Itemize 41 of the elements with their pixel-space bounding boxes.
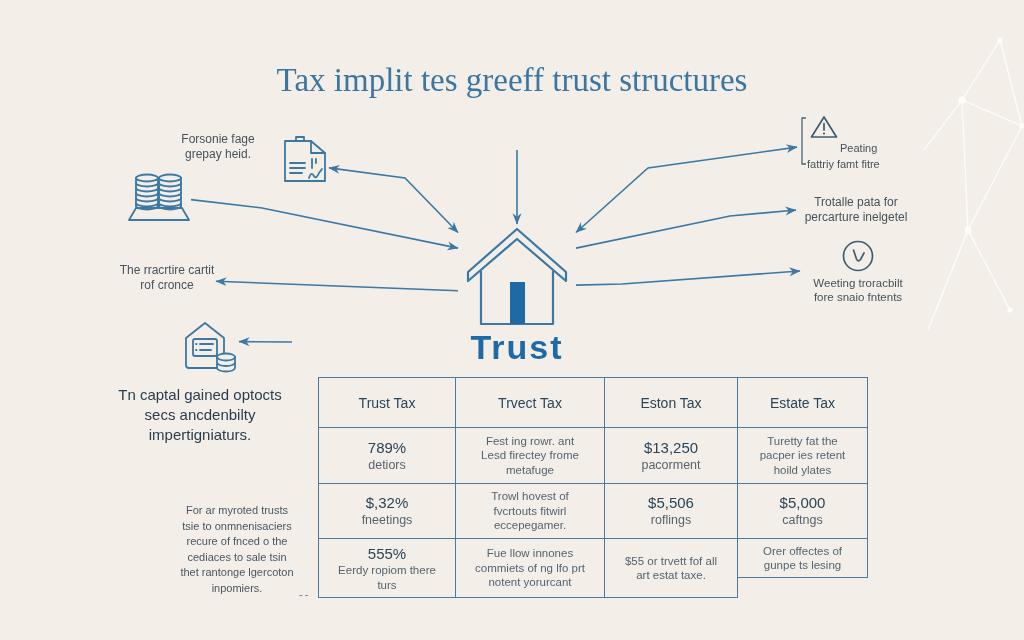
note-text: For ar myroted trusts tsie to onmnenisaciers recure of fnced o the cediaces to sale tsin thet rantonge lgercoton inpomiers. <box>179 503 295 596</box>
column-header: Eston Tax <box>640 393 702 412</box>
node-title: Trust <box>470 328 564 366</box>
column-header: Estate Tax <box>769 393 836 412</box>
cell-note: fneetings <box>361 512 413 529</box>
cell-note: caftngs <box>782 512 823 529</box>
connector-arrow <box>238 337 293 347</box>
cell-note: pacorment <box>641 456 701 474</box>
column-header: Trvect Tax <box>498 393 562 412</box>
cell-text: Eerdy ropiom there turs <box>337 563 437 592</box>
cell-value: $,32% <box>365 493 409 512</box>
connector-arrow <box>575 206 797 249</box>
cell-text: Fest ing rowr. ant Lesd firectey frome metafuge <box>480 433 580 478</box>
cell-value: $5,000 <box>779 493 826 512</box>
connector-arrow <box>575 144 798 234</box>
node-label: Peating fattriy famt fitre <box>807 141 881 172</box>
connector-arrow <box>512 149 522 225</box>
cell-text: Trowl hovest of fvcrtouts fitwirl eccepegamer. <box>490 489 570 533</box>
column-header: Trust Tax <box>358 393 416 412</box>
cell-text: Orer offectes of gunpe ts lesing <box>761 543 843 573</box>
connector-arrow <box>328 164 459 234</box>
dash-text: -- <box>299 588 311 601</box>
connector-arrow <box>190 198 459 251</box>
caption-text: Forsonie fage grepay heid. <box>180 132 256 162</box>
cell-text: $55 or trvett fof all art estat taxe. <box>623 553 718 583</box>
cell-value: $13,250 <box>643 437 699 457</box>
coin-stack-icon <box>127 171 191 223</box>
diagram-title: Tax implit tes greeff trust structures <box>276 61 748 100</box>
cell-value: 789% <box>367 437 407 457</box>
icon-caption: Tn captal gained optocts secs ancdenbilty impertigniaturs. <box>117 385 283 445</box>
connector-arrow <box>215 277 459 292</box>
cell-note: roflings <box>650 512 692 529</box>
cell-note: detiors <box>368 456 406 474</box>
cell-value: 555% <box>367 544 407 563</box>
cell-value: $5,506 <box>648 493 694 512</box>
node-label: The rracrtire cartit rof cronce <box>118 262 216 294</box>
cell-text: Turetty fat the pacper ies retent hoild ylates <box>758 433 847 478</box>
node-label: Weeting troracbilt fore snaio fntents <box>812 276 904 304</box>
cell-text: Fue llow innones commiets of ng lfo prt notent yorurcant <box>474 546 586 590</box>
connector-arrow <box>575 267 801 286</box>
node-label: Trotalle pata for percarture inelgetel <box>796 194 916 226</box>
